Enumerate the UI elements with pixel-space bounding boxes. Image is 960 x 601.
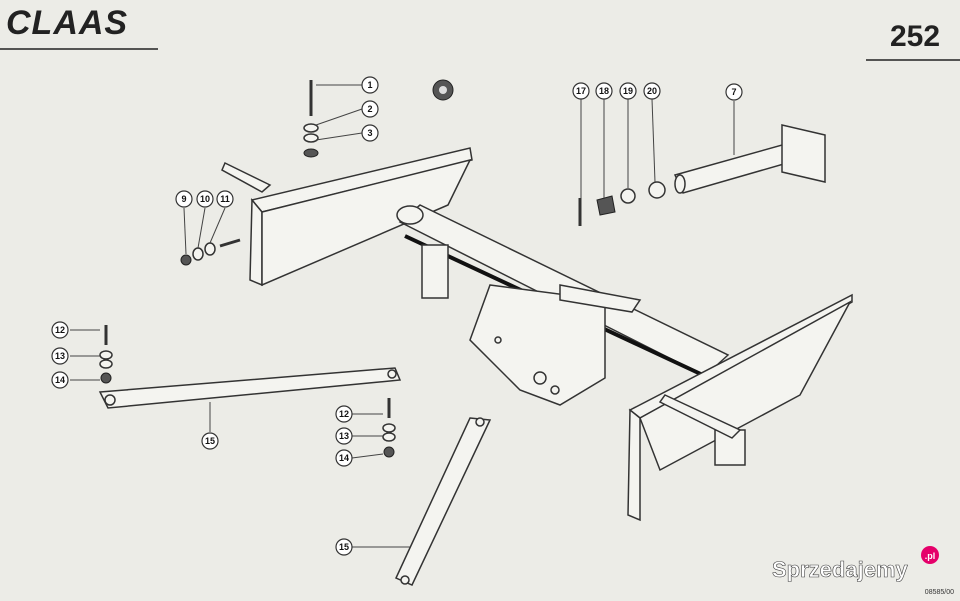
svg-text:11: 11 <box>220 194 230 204</box>
callout-1: 1 <box>361 76 379 94</box>
callout-14-left: 14 <box>51 371 69 389</box>
watermark: Sprzedajemy .pl <box>772 546 939 582</box>
svg-text:2: 2 <box>367 104 372 114</box>
callout-20: 20 <box>643 82 661 100</box>
mount-block <box>469 284 642 406</box>
watermark-badge-icon <box>921 546 939 564</box>
svg-text:13: 13 <box>55 351 65 361</box>
svg-text:15: 15 <box>205 436 215 446</box>
callout-15-bottom: 15 <box>335 538 353 556</box>
callout-10: 10 <box>196 190 214 208</box>
header: CLAAS 252 <box>0 4 960 61</box>
callout-12-mid: 12 <box>335 405 353 423</box>
watermark-text: Sprzedajemy <box>772 557 908 582</box>
bolt-set-top <box>303 79 454 158</box>
left-bracket <box>221 147 473 287</box>
svg-text:7: 7 <box>731 87 736 97</box>
watermark-suffix: .pl <box>925 551 936 561</box>
svg-text:14: 14 <box>339 453 349 463</box>
svg-text:3: 3 <box>367 128 372 138</box>
svg-text:10: 10 <box>200 194 210 204</box>
bolt-set-lower-mid <box>382 398 396 458</box>
callout-14-mid: 14 <box>335 449 353 467</box>
callout-7: 7 <box>725 83 743 101</box>
callout-12-left: 12 <box>51 321 69 339</box>
bolt-set-left <box>180 238 241 266</box>
callout-17: 17 <box>572 82 590 100</box>
svg-text:12: 12 <box>55 325 65 335</box>
shaft-assembly <box>578 124 826 226</box>
callout-18: 18 <box>595 82 613 100</box>
svg-text:15: 15 <box>339 542 349 552</box>
right-bracket <box>627 293 853 522</box>
brand-logo: CLAAS <box>6 4 128 42</box>
page-number: 252 <box>890 20 940 53</box>
callout-15-left: 15 <box>201 432 219 450</box>
leader-lines <box>70 84 735 548</box>
svg-text:18: 18 <box>599 86 609 96</box>
svg-text:12: 12 <box>339 409 349 419</box>
svg-text:1: 1 <box>367 80 372 90</box>
svg-text:19: 19 <box>623 86 633 96</box>
strut-horizontal <box>98 367 402 409</box>
callout-group: 1 2 3 7 9 10 11 12 13 14 15 12 13 14 15 … <box>51 76 743 556</box>
callout-13-left: 13 <box>51 347 69 365</box>
callout-3: 3 <box>361 124 379 142</box>
svg-text:9: 9 <box>181 194 186 204</box>
svg-text:13: 13 <box>339 431 349 441</box>
svg-text:20: 20 <box>647 86 657 96</box>
callout-11: 11 <box>216 190 234 208</box>
strut-diagonal <box>394 417 492 586</box>
bolt-set-lower-left <box>99 325 113 384</box>
callout-2: 2 <box>361 100 379 118</box>
callout-19: 19 <box>619 82 637 100</box>
drawing-reference: 08585/00 <box>925 589 954 596</box>
svg-text:14: 14 <box>55 375 65 385</box>
callout-13-mid: 13 <box>335 427 353 445</box>
svg-text:17: 17 <box>576 86 586 96</box>
callout-9: 9 <box>175 190 193 208</box>
